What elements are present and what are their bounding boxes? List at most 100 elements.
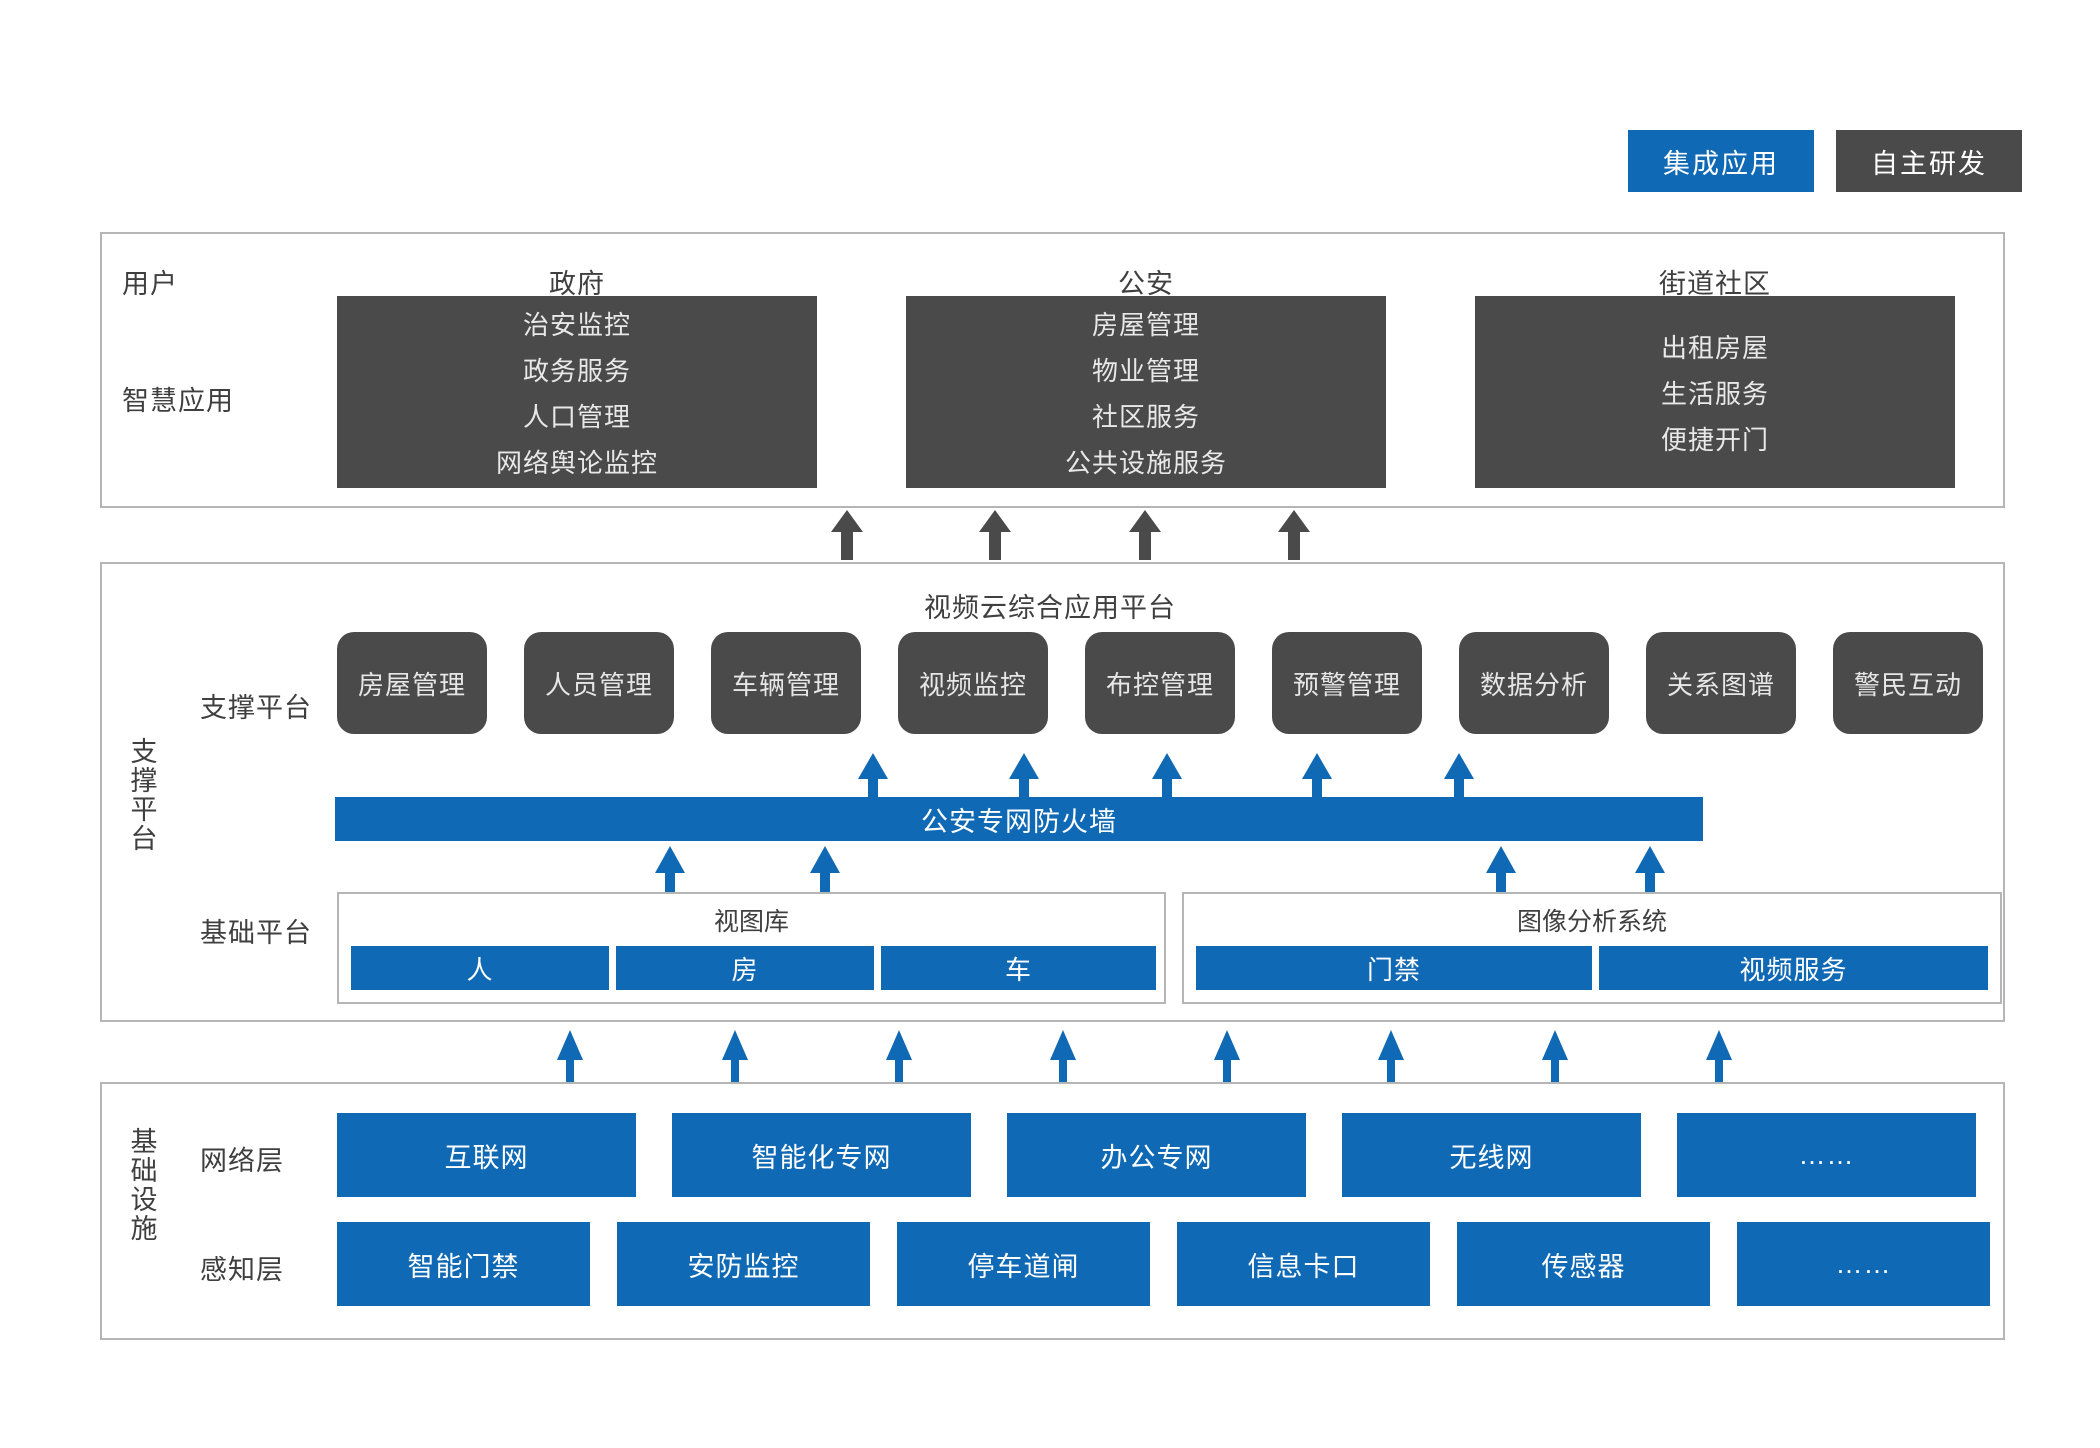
module-card-video-surveillance[interactable]: 视频监控: [898, 632, 1048, 734]
base-chip-label: 车: [1004, 954, 1032, 985]
vertical-label-support-platform: 支撑平台: [130, 737, 158, 855]
base-chip-person[interactable]: 人: [351, 946, 609, 990]
app-item: 物业管理: [1091, 355, 1200, 386]
module-label: 预警管理: [1292, 669, 1401, 700]
module-label: 关系图谱: [1666, 669, 1775, 700]
label-smart-application: 智慧应用: [122, 386, 234, 416]
module-card-deployment-control[interactable]: 布控管理: [1085, 632, 1235, 734]
base-chip-video-service[interactable]: 视频服务: [1599, 946, 1988, 990]
base-group-title: 视图库: [713, 908, 789, 936]
column-title-government: 政府: [549, 269, 605, 299]
connector-arrow-up-blue: [557, 1030, 583, 1082]
base-chip-label: 门禁: [1366, 954, 1421, 985]
connector-arrow-up-blue: [1378, 1030, 1404, 1082]
label-network-layer: 网络层: [200, 1146, 284, 1176]
sensing-chip-label: 智能门禁: [407, 1251, 520, 1282]
firewall-bar[interactable]: 公安专网防火墙: [335, 797, 1703, 841]
base-chip-label: 视频服务: [1739, 954, 1848, 985]
connector-arrow-up-blue: [1050, 1030, 1076, 1082]
app-card-government[interactable]: 治安监控 政务服务 人口管理 网络舆论监控: [337, 296, 817, 488]
base-chip-vehicle[interactable]: 车: [881, 946, 1156, 990]
platform-title: 视频云综合应用平台: [924, 593, 1176, 623]
legend-label: 集成应用: [1663, 148, 1779, 179]
legend-label: 自主研发: [1871, 148, 1987, 179]
module-label: 房屋管理: [357, 669, 466, 700]
legend-item-self-developed: 自主研发: [1836, 130, 2022, 192]
app-item: 公共设施服务: [1064, 447, 1227, 478]
app-item: 人口管理: [522, 401, 631, 432]
sensing-chip-label: ……: [1835, 1248, 1892, 1279]
firewall-label: 公安专网防火墙: [921, 806, 1117, 837]
module-label: 警民互动: [1853, 669, 1962, 700]
network-chip-label: 办公专网: [1100, 1142, 1213, 1173]
connector-arrow-up-blue: [1302, 753, 1332, 799]
sensing-chip-parking-barrier[interactable]: 停车道闸: [897, 1222, 1150, 1306]
label-user: 用户: [122, 269, 178, 299]
connector-arrow-up-blue: [1009, 753, 1039, 799]
module-label: 数据分析: [1479, 669, 1588, 700]
app-card-public-security[interactable]: 房屋管理 物业管理 社区服务 公共设施服务: [906, 296, 1386, 488]
app-item: 政务服务: [522, 355, 631, 386]
sensing-chip-label: 停车道闸: [967, 1251, 1080, 1282]
vertical-label-infrastructure: 基础设施: [130, 1127, 158, 1245]
module-card-data-analysis[interactable]: 数据分析: [1459, 632, 1609, 734]
app-item: 网络舆论监控: [495, 447, 658, 478]
connector-arrow-up-blue: [810, 846, 840, 894]
sensing-chip-label: 传感器: [1541, 1251, 1626, 1282]
app-item: 治安监控: [522, 309, 631, 340]
module-card-police-citizen-interaction[interactable]: 警民互动: [1833, 632, 1983, 734]
module-card-vehicle-management[interactable]: 车辆管理: [711, 632, 861, 734]
connector-arrow-up-blue: [858, 753, 888, 799]
network-chip-wireless-network[interactable]: 无线网: [1342, 1113, 1641, 1197]
base-chip-access-control[interactable]: 门禁: [1196, 946, 1592, 990]
connector-arrow-up-blue: [1542, 1030, 1568, 1082]
module-label: 视频监控: [918, 669, 1027, 700]
app-item: 社区服务: [1091, 401, 1200, 432]
network-chip-intelligent-private-network[interactable]: 智能化专网: [672, 1113, 971, 1197]
network-chip-label: ……: [1798, 1139, 1855, 1170]
network-chip-office-private-network[interactable]: 办公专网: [1007, 1113, 1306, 1197]
connector-arrow-up-gray: [1129, 510, 1161, 560]
app-item: 出租房屋: [1660, 332, 1769, 363]
connector-arrow-up-blue: [1486, 846, 1516, 894]
network-chip-label: 互联网: [444, 1142, 529, 1173]
column-title-street-community: 街道社区: [1659, 269, 1771, 299]
connector-arrow-up-blue: [655, 846, 685, 894]
label-base-platform: 基础平台: [200, 918, 312, 948]
sensing-chip-smart-access-control[interactable]: 智能门禁: [337, 1222, 590, 1306]
base-chip-label: 人: [466, 954, 494, 985]
sensing-chip-info-checkpoint[interactable]: 信息卡口: [1177, 1222, 1430, 1306]
sensing-chip-more[interactable]: ……: [1737, 1222, 1990, 1306]
column-title-public-security: 公安: [1118, 269, 1174, 299]
connector-arrow-up-blue: [1635, 846, 1665, 894]
connector-arrow-up-blue: [1214, 1030, 1240, 1082]
module-card-early-warning[interactable]: 预警管理: [1272, 632, 1422, 734]
module-card-house-management[interactable]: 房屋管理: [337, 632, 487, 734]
module-card-personnel-management[interactable]: 人员管理: [524, 632, 674, 734]
app-item: 便捷开门: [1660, 424, 1769, 455]
connector-arrow-up-blue: [1706, 1030, 1732, 1082]
sensing-chip-label: 信息卡口: [1247, 1251, 1360, 1282]
network-chip-label: 智能化专网: [751, 1142, 892, 1173]
sensing-chip-sensor[interactable]: 传感器: [1457, 1222, 1710, 1306]
connector-arrow-up-blue: [1152, 753, 1182, 799]
legend: 集成应用 自主研发: [1628, 130, 2022, 192]
sensing-chip-security-surveillance[interactable]: 安防监控: [617, 1222, 870, 1306]
connector-arrow-up-blue: [722, 1030, 748, 1082]
connector-arrow-up-blue: [1444, 753, 1474, 799]
legend-item-integrated-app: 集成应用: [1628, 130, 1814, 192]
module-card-relationship-graph[interactable]: 关系图谱: [1646, 632, 1796, 734]
network-chip-internet[interactable]: 互联网: [337, 1113, 636, 1197]
app-card-street-community[interactable]: 出租房屋 生活服务 便捷开门: [1475, 296, 1955, 488]
connector-arrow-up-gray: [831, 510, 863, 560]
app-item: 生活服务: [1660, 378, 1769, 409]
app-item: 房屋管理: [1091, 309, 1200, 340]
module-label: 车辆管理: [731, 669, 840, 700]
base-chip-house[interactable]: 房: [616, 946, 874, 990]
connector-arrow-up-blue: [886, 1030, 912, 1082]
base-group-view-library: 视图库 人 房 车: [337, 892, 1166, 1004]
connector-arrow-up-gray: [979, 510, 1011, 560]
base-group-title: 图像分析系统: [1516, 908, 1667, 936]
network-chip-more[interactable]: ……: [1677, 1113, 1976, 1197]
